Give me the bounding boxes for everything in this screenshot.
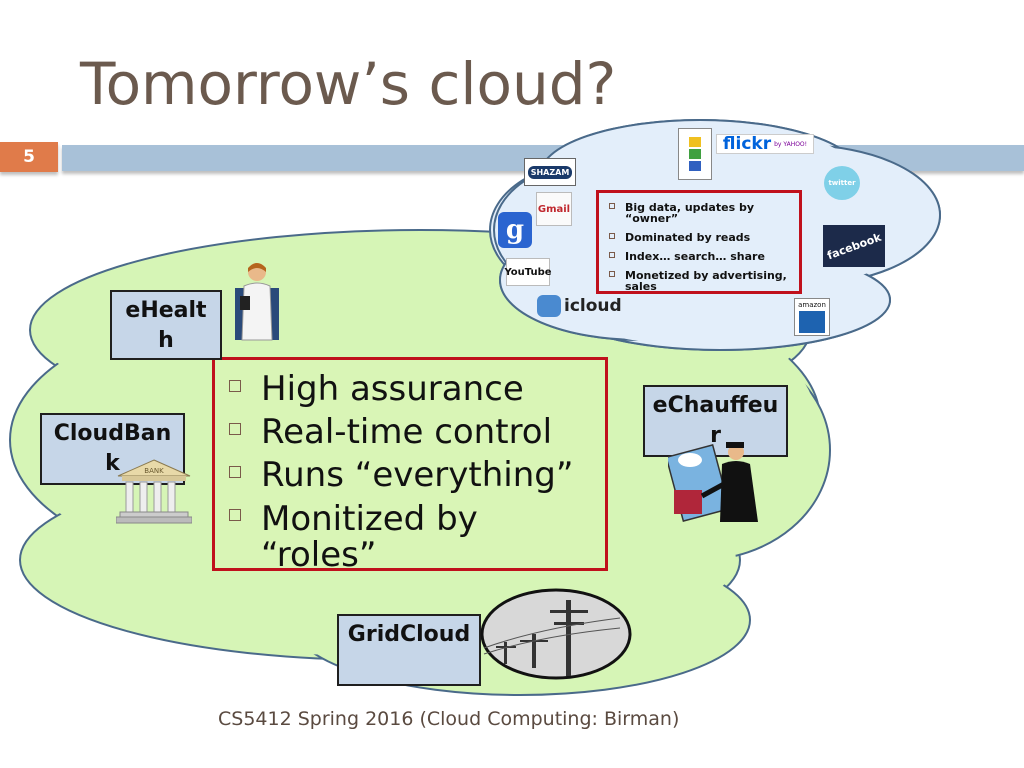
shazam-logo: SHAZAM xyxy=(524,158,576,186)
square-bullet-icon xyxy=(609,203,615,209)
gmail-logo: Gmail xyxy=(536,192,572,226)
main-bullet-item: Monitized by “roles” xyxy=(215,497,501,573)
square-bullet-icon xyxy=(609,233,615,239)
facebook-logo: facebook xyxy=(823,225,885,267)
amazon-logo: amazon xyxy=(794,298,830,336)
main-bullet-list: High assurance Real-time control Runs “e… xyxy=(215,368,605,573)
bank-sign-label: BANK xyxy=(144,467,164,475)
icloud-logo: icloud xyxy=(537,292,622,320)
main-bullet-box: High assurance Real-time control Runs “e… xyxy=(212,357,608,573)
twitter-logo: twitter xyxy=(824,166,860,200)
doctor-icon xyxy=(235,263,279,341)
app-icon xyxy=(678,128,712,180)
small-bullet-item: Big data, updates by “owner” xyxy=(599,202,789,224)
small-bullet-item: Dominated by reads xyxy=(599,232,789,243)
main-bullet-item: Runs “everything” xyxy=(215,454,605,497)
square-bullet-icon xyxy=(609,252,615,258)
shopping-cart-icon xyxy=(799,311,825,333)
square-bullet-icon xyxy=(609,271,615,277)
slide-title: Tomorrow’s cloud? xyxy=(80,50,617,118)
square-bullet-icon xyxy=(229,466,241,478)
bank-icon: BANK xyxy=(116,459,192,524)
youtube-logo: YouTube xyxy=(504,258,552,286)
slide-number: 5 xyxy=(0,142,58,172)
gridcloud-label: GridCloud xyxy=(337,614,481,686)
google-logo: g xyxy=(498,212,532,248)
small-bullet-item: Index… search… share xyxy=(599,251,789,262)
chauffeur-icon xyxy=(668,442,758,523)
power-lines-icon xyxy=(480,588,632,680)
square-bullet-icon xyxy=(229,423,241,435)
square-bullet-icon xyxy=(229,380,241,392)
small-bullet-list: Big data, updates by “owner” Dominated b… xyxy=(599,202,789,292)
main-bullet-item: High assurance xyxy=(215,368,605,411)
cloudbank-label: CloudBank xyxy=(40,413,185,485)
main-bullet-item: Real-time control xyxy=(215,411,605,454)
small-bullet-item: Monetized by advertising, sales xyxy=(599,270,789,292)
icloud-icon xyxy=(537,295,561,317)
slide-footer: CS5412 Spring 2016 (Cloud Computing: Bir… xyxy=(218,708,680,730)
ehealth-label: eHealth xyxy=(110,290,222,360)
square-bullet-icon xyxy=(229,509,241,521)
small-bullet-box: Big data, updates by “owner” Dominated b… xyxy=(596,190,802,294)
flickr-logo: flickr by YAHOO! xyxy=(716,134,814,154)
